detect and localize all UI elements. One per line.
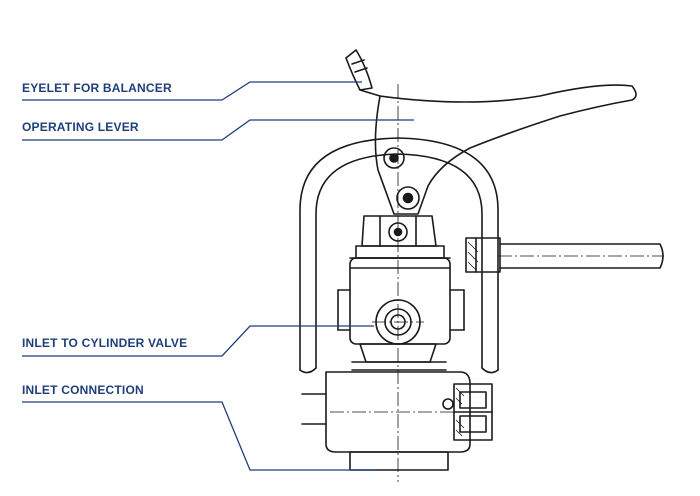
yoke-inner <box>315 153 483 369</box>
leader-eyelet <box>22 81 362 101</box>
label-operating-lever: OPERATING LEVER <box>22 120 139 134</box>
inlet-connection-body <box>325 371 471 453</box>
label-inlet-connection: INLET CONNECTION <box>22 383 144 397</box>
pivot-lower <box>396 186 420 210</box>
side-pin-hub <box>465 237 501 273</box>
label-eyelet-for-balancer: EYELET FOR BALANCER <box>22 81 172 95</box>
leader-inlet-connection <box>22 401 376 471</box>
leader-lever <box>22 119 414 141</box>
label-inlet-to-cylinder-valve: INLET TO CYLINDER VALVE <box>22 336 188 350</box>
leader-inlet-valve <box>22 325 374 357</box>
valve-body <box>349 257 451 345</box>
operating-lever <box>374 84 637 215</box>
pivot-upper <box>383 147 405 169</box>
eyelet <box>345 49 373 91</box>
